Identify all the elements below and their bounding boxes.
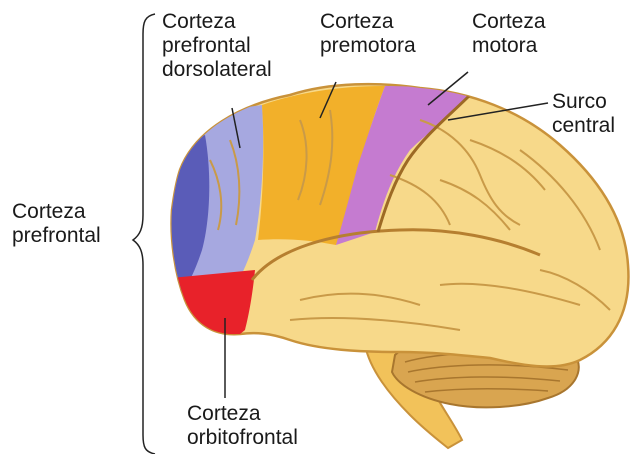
label-line: Corteza	[12, 200, 101, 224]
label-line: Surco	[552, 90, 615, 114]
label-line: Corteza	[187, 402, 298, 426]
label-line: Corteza	[162, 10, 272, 34]
label-line: central	[552, 114, 615, 138]
label-line: Corteza	[472, 10, 546, 34]
label-motor-cortex: Corteza motora	[472, 10, 546, 58]
label-prefrontal-cortex: Corteza prefrontal	[12, 200, 101, 248]
label-line: orbitofrontal	[187, 426, 298, 450]
label-central-sulcus: Surco central	[552, 90, 615, 138]
label-line: prefrontal	[162, 34, 272, 58]
label-orbitofrontal-cortex: Corteza orbitofrontal	[187, 402, 298, 450]
label-line: motora	[472, 34, 546, 58]
label-line: premotora	[320, 34, 416, 58]
prefrontal-brace	[133, 14, 155, 454]
label-line: dorsolateral	[162, 58, 272, 82]
label-dorsolateral-prefrontal-cortex: Corteza prefrontal dorsolateral	[162, 10, 272, 82]
label-line: prefrontal	[12, 224, 101, 248]
label-line: Corteza	[320, 10, 416, 34]
label-premotor-cortex: Corteza premotora	[320, 10, 416, 58]
